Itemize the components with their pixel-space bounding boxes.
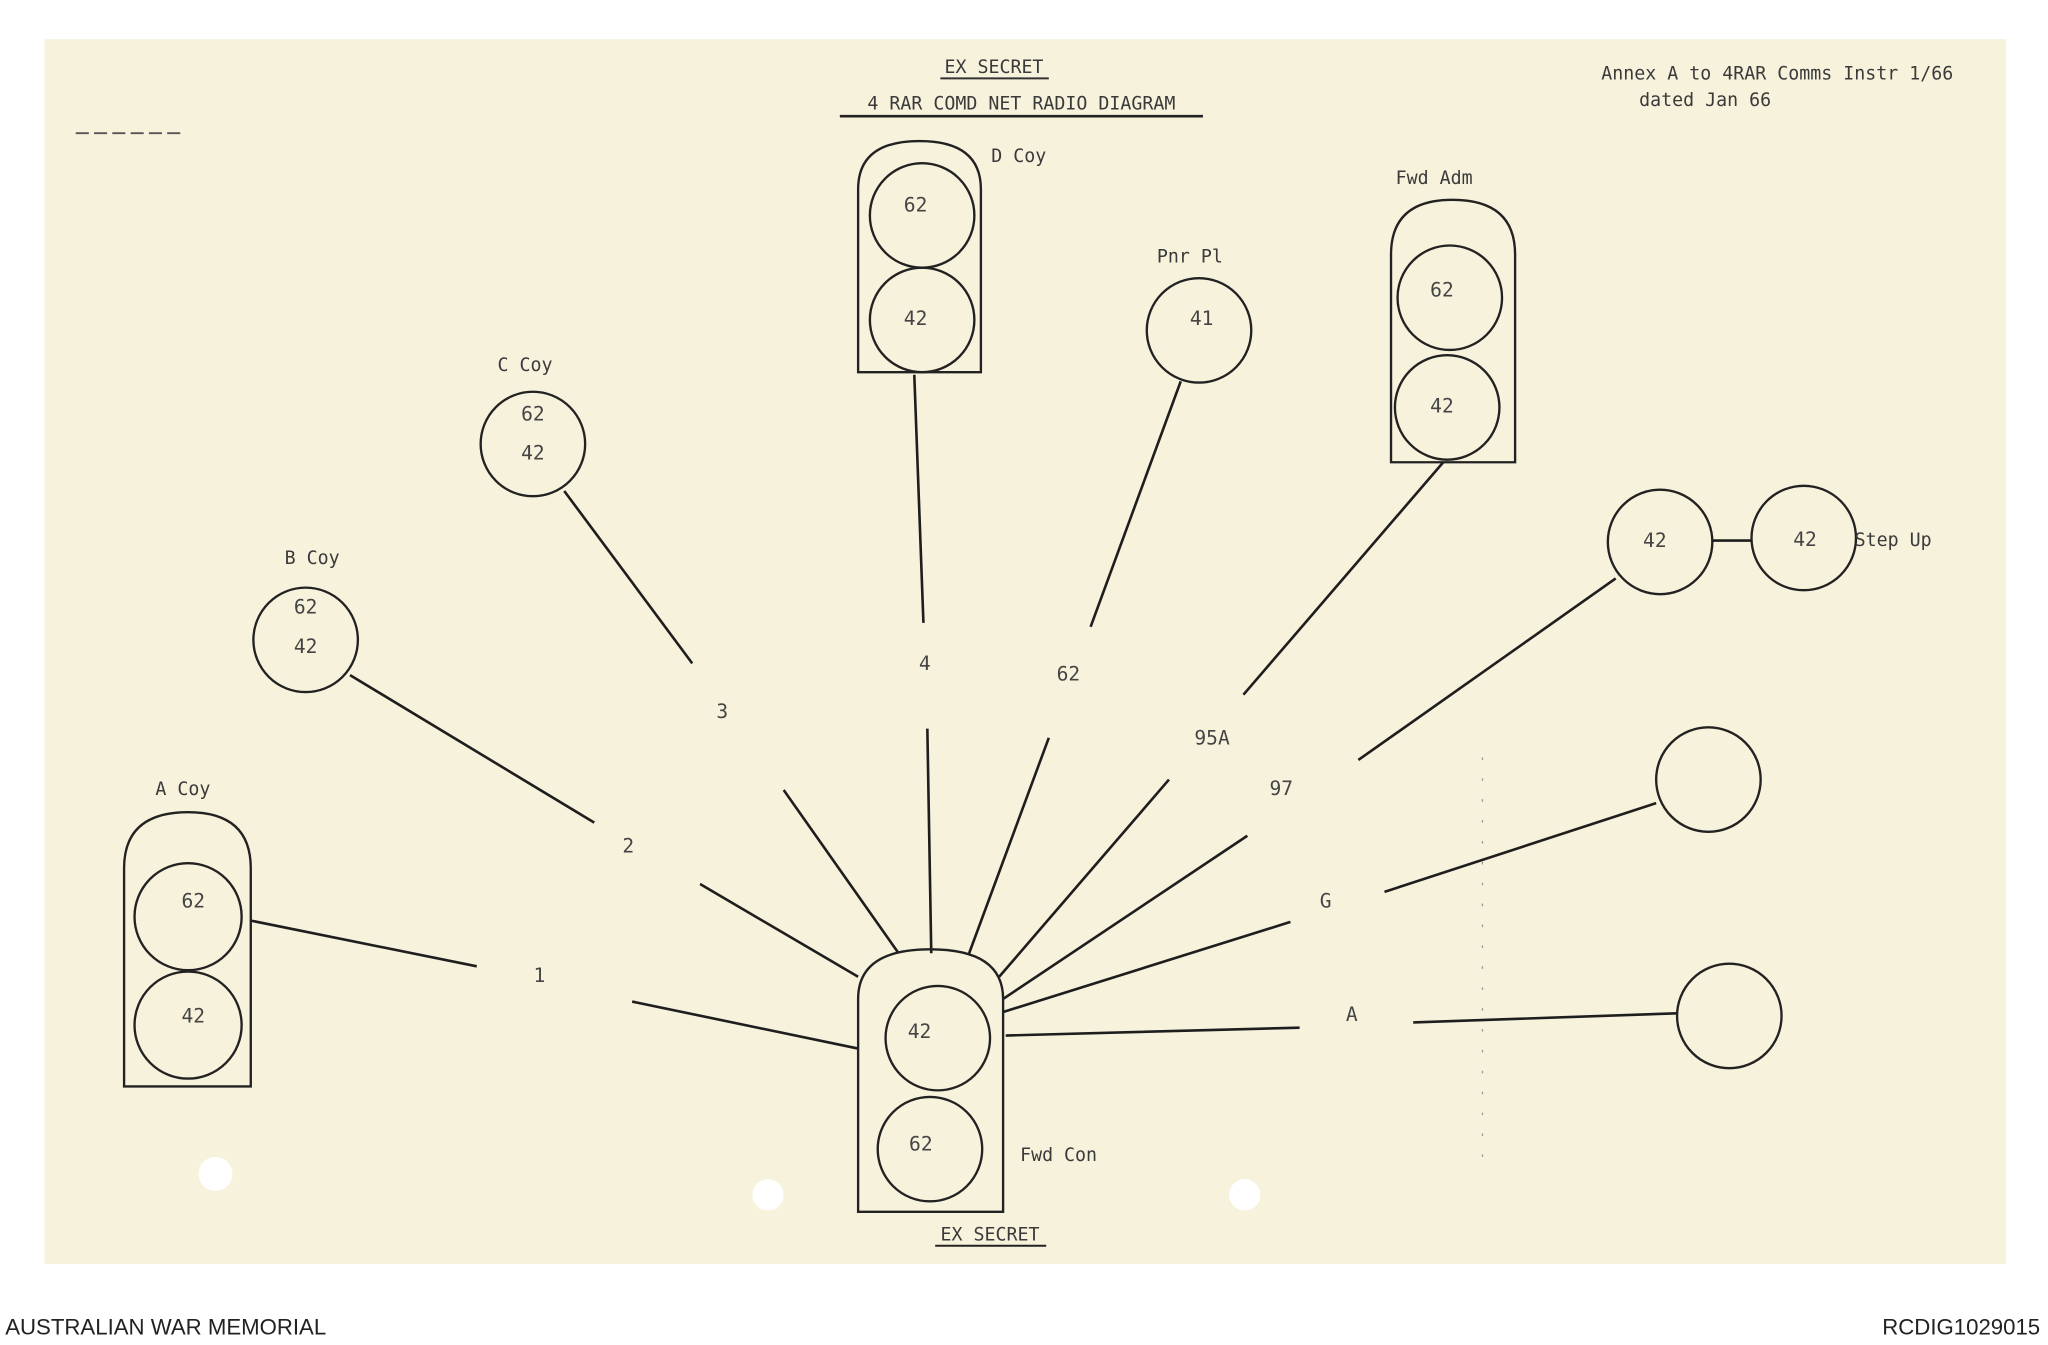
- node-label: C Coy: [498, 355, 553, 376]
- link-fwd-adm: [998, 461, 1445, 978]
- node-d-coy: 62 42 D Coy: [856, 139, 1046, 374]
- link-label: 2: [622, 835, 634, 858]
- set-number: 62: [521, 402, 545, 425]
- link-label: 1: [534, 964, 546, 987]
- link-lines: [250, 374, 1678, 1050]
- paper-sheet: [44, 39, 2007, 1265]
- node-label: Fwd Adm: [1396, 168, 1473, 189]
- set-number: 41: [1190, 307, 1214, 330]
- node-unlabelled: [1654, 726, 1762, 833]
- set-number: 42: [1643, 529, 1667, 552]
- link-label: A: [1346, 1003, 1358, 1026]
- link-label: 97: [1270, 777, 1294, 800]
- set-number: 42: [904, 307, 928, 330]
- node-label: Fwd Con: [1020, 1145, 1097, 1166]
- node-b-coy: 62 42 B Coy: [252, 548, 360, 694]
- node-c-coy: 62 42 C Coy: [479, 355, 587, 498]
- node-label: B Coy: [285, 548, 340, 569]
- node-a-coy: 62 42 A Coy: [122, 779, 252, 1088]
- set-number: 42: [182, 1004, 206, 1027]
- node-step-up: 42 42 Step Up: [1606, 484, 1932, 596]
- node-fwd-con: 42 62 Fwd Con: [856, 948, 1097, 1213]
- link-b-coy: [349, 673, 859, 978]
- node-pnr-pl: 41 Pnr Pl: [1145, 246, 1253, 384]
- set-number: 42: [1430, 395, 1454, 418]
- node-fwd-adm: 62 42 Fwd Adm: [1389, 168, 1517, 464]
- link-labels: 1 2 3 4 62 95A 97 G A: [534, 652, 1358, 1026]
- link-label: 4: [919, 652, 931, 675]
- link-d-coy: [912, 374, 933, 954]
- punch-hole: [752, 1179, 784, 1211]
- annex-reference: Annex A to 4RAR Comms Instr 1/66: [1601, 64, 1953, 85]
- node-label: Step Up: [1855, 530, 1932, 551]
- link-g: [1002, 801, 1657, 1014]
- link-a: [1005, 1012, 1678, 1037]
- set-number: 62: [904, 194, 928, 217]
- node-label: Pnr Pl: [1157, 246, 1223, 267]
- node-unlabelled: [1675, 962, 1783, 1070]
- set-number: 62: [294, 596, 318, 619]
- link-c-coy: [563, 490, 900, 955]
- classification-bottom: EX SECRET: [941, 1225, 1040, 1246]
- punch-hole: [198, 1156, 233, 1191]
- set-number: 62: [1430, 278, 1454, 301]
- set-number: 42: [908, 1020, 932, 1043]
- set-number: 42: [294, 635, 318, 658]
- diagram-title: 4 RAR COMD NET RADIO DIAGRAM: [867, 94, 1175, 115]
- link-label: 3: [716, 700, 728, 723]
- link-label: 62: [1057, 662, 1081, 685]
- link-label: G: [1320, 890, 1332, 913]
- link-label: 95A: [1194, 726, 1230, 749]
- annex-date: dated Jan 66: [1639, 90, 1771, 111]
- node-label: D Coy: [991, 146, 1046, 167]
- link-step-up: [1002, 577, 1617, 1001]
- set-number: 42: [521, 442, 545, 465]
- link-pnr-pl: [967, 380, 1182, 954]
- punch-hole: [1229, 1179, 1261, 1211]
- node-label: A Coy: [155, 779, 210, 800]
- link-a-coy: [250, 919, 859, 1050]
- set-number: 62: [909, 1132, 933, 1155]
- set-number: 42: [1793, 528, 1817, 551]
- footer-catalogue-id: RCDIG1029015: [1882, 1315, 2040, 1340]
- classification-top: EX SECRET: [944, 57, 1043, 78]
- footer-institution: AUSTRALIAN WAR MEMORIAL: [5, 1315, 326, 1340]
- set-number: 62: [182, 890, 206, 913]
